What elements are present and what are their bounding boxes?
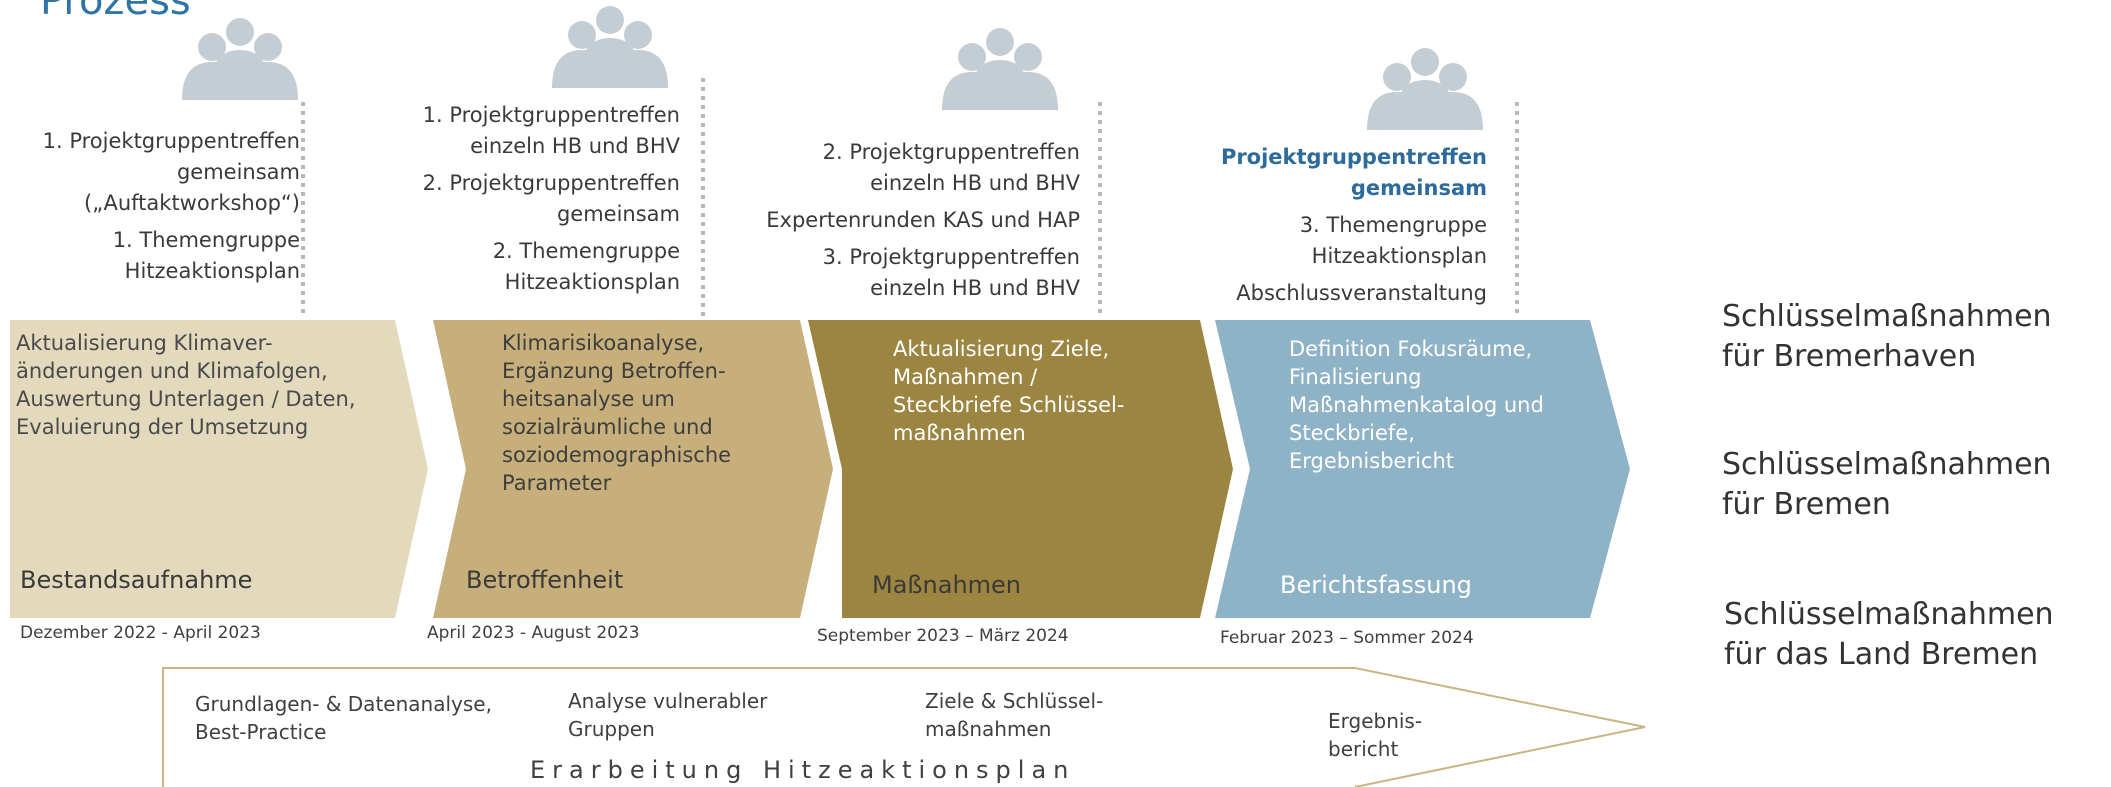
meeting-line: einzeln HB und BHV xyxy=(870,171,1080,195)
key-measure-bremen: Schlüsselmaßnahmen für Bremen xyxy=(1722,445,2052,525)
chevron-massnahmen xyxy=(808,320,1233,618)
bottom-item-line: bericht xyxy=(1328,737,1399,761)
meeting-line: Hitzeaktionsplan xyxy=(504,270,680,294)
description-line: heitsanalyse um xyxy=(502,387,675,411)
description-line: Aktualisierung Klimaver- xyxy=(16,331,273,355)
description-line: Maßnahmenkatalog und xyxy=(1289,393,1544,417)
description-line: Auswertung Unterlagen / Daten, xyxy=(16,387,356,411)
bottom-item-line: Best-Practice xyxy=(195,720,327,744)
phase-date: Februar 2023 – Sommer 2024 xyxy=(1220,628,1474,648)
meeting-line: einzeln HB und BHV xyxy=(870,276,1080,300)
meeting-line: 3. Projektgruppentreffen xyxy=(822,245,1080,269)
description-line: Ergebnisbericht xyxy=(1289,449,1455,473)
bottom-item-ziele: Ziele & Schlüssel- maßnahmen xyxy=(925,687,1103,743)
phase-label-massnahmen: Maßnahmen xyxy=(872,571,1022,599)
key-measure-line: für Bremerhaven xyxy=(1722,339,1977,374)
meeting-line: Expertenrunden KAS und HAP xyxy=(766,208,1080,232)
description-line: Steckbriefe, xyxy=(1289,421,1415,445)
people-group-icon xyxy=(942,28,1058,110)
description-line: Steckbriefe Schlüssel- xyxy=(893,393,1125,417)
bottom-item-line: Ergebnis- xyxy=(1328,709,1423,733)
phase-label-bestandsaufnahme: Bestandsaufnahme xyxy=(20,566,253,594)
description-line: Maßnahmen / xyxy=(893,365,1038,389)
phase-2-description: Klimarisikoanalyse, Ergänzung Betroffen-… xyxy=(502,329,731,497)
meetings-phase-2: 1. Projektgruppentreffen einzeln HB und … xyxy=(423,100,680,298)
chevron-bestandsaufnahme xyxy=(10,320,428,618)
bottom-item-line: Gruppen xyxy=(568,717,655,741)
meeting-line: 2. Themengruppe xyxy=(492,239,680,263)
bottom-item-line: maßnahmen xyxy=(925,717,1052,741)
meetings-phase-1: 1. Projektgruppentreffen gemeinsam („Auf… xyxy=(43,126,300,287)
meeting-line-highlight: Projektgruppentreffen xyxy=(1220,145,1487,169)
bottom-arrow-title: Erarbeitung Hitzeaktionsplan xyxy=(530,756,1076,784)
description-line: änderungen und Klimafolgen, xyxy=(16,359,328,383)
meeting-line: 2. Projektgruppentreffen xyxy=(822,140,1080,164)
key-measure-line: Schlüsselmaßnahmen xyxy=(1724,597,2054,632)
meetings-phase-3: 2. Projektgruppentreffen einzeln HB und … xyxy=(766,137,1080,304)
bottom-item-ergebnisbericht: Ergebnis- bericht xyxy=(1328,707,1422,763)
meeting-line: 1. Projektgruppentreffen xyxy=(422,103,680,127)
description-line: soziodemographische xyxy=(502,443,732,467)
meeting-line: 3. Themengruppe xyxy=(1299,213,1487,237)
key-measure-line: Schlüsselmaßnahmen xyxy=(1722,447,2052,482)
phase-date: September 2023 – März 2024 xyxy=(817,626,1069,646)
phase-label-berichtsfassung: Berichtsfassung xyxy=(1280,571,1472,599)
page-title: Prozess xyxy=(40,0,191,24)
phase-label-betroffenheit: Betroffenheit xyxy=(466,566,624,594)
phase-date: April 2023 - August 2023 xyxy=(427,623,640,643)
meeting-line: Abschlussveranstaltung xyxy=(1236,281,1487,305)
meeting-line: 1. Themengruppe xyxy=(112,228,300,252)
meeting-line: Hitzeaktionsplan xyxy=(124,259,300,283)
description-line: Parameter xyxy=(502,471,612,495)
bottom-item-analyse: Analyse vulnerabler Gruppen xyxy=(568,687,767,743)
phase-1-description: Aktualisierung Klimaver- änderungen und … xyxy=(16,329,356,441)
bottom-item-line: Analyse vulnerabler xyxy=(568,689,768,713)
bottom-item-grundlagen: Grundlagen- & Datenanalyse, Best-Practic… xyxy=(195,690,492,746)
meeting-line: 2. Projektgruppentreffen xyxy=(422,171,680,195)
description-line: Definition Fokusräume, xyxy=(1289,337,1533,361)
people-group-icon xyxy=(1367,48,1483,130)
meeting-line: 1. Projektgruppentreffen xyxy=(42,129,300,153)
chevron-betroffenheit xyxy=(400,320,833,618)
bottom-item-line: Grundlagen- & Datenanalyse, xyxy=(195,692,492,716)
description-line: Ergänzung Betroffen- xyxy=(502,359,726,383)
description-line: maßnahmen xyxy=(893,421,1026,445)
key-measure-line: für das Land Bremen xyxy=(1724,637,2039,672)
people-group-icon xyxy=(552,6,668,88)
description-line: Finalisierung xyxy=(1289,365,1422,389)
meetings-phase-4: Projektgruppentreffen gemeinsam 3. Theme… xyxy=(1221,142,1487,309)
key-measure-line: für Bremen xyxy=(1722,487,1891,522)
meeting-line: gemeinsam xyxy=(176,160,300,184)
key-measure-line: Schlüsselmaßnahmen xyxy=(1722,299,2052,334)
chevron-berichtsfassung xyxy=(1215,320,1630,618)
meeting-line: Hitzeaktionsplan xyxy=(1311,244,1487,268)
description-line: Aktualisierung Ziele, xyxy=(893,337,1110,361)
phase-3-description: Aktualisierung Ziele, Maßnahmen / Steckb… xyxy=(893,335,1124,447)
description-line: Evaluierung der Umsetzung xyxy=(16,415,309,439)
phase-date: Dezember 2022 - April 2023 xyxy=(20,623,261,643)
phase-4-description: Definition Fokusräume, Finalisierung Maß… xyxy=(1289,335,1544,475)
meeting-line-highlight: gemeinsam xyxy=(1350,176,1487,200)
description-line: Klimarisikoanalyse, xyxy=(502,331,705,355)
key-measure-land-bremen: Schlüsselmaßnahmen für das Land Bremen xyxy=(1724,595,2054,675)
meeting-line: einzeln HB und BHV xyxy=(470,134,680,158)
meeting-line: („Auftaktworkshop“) xyxy=(84,191,300,215)
meeting-line: gemeinsam xyxy=(556,202,680,226)
bottom-arrow-outline xyxy=(162,667,1646,787)
key-measure-bremerhaven: Schlüsselmaßnahmen für Bremerhaven xyxy=(1722,297,2052,377)
bottom-item-line: Ziele & Schlüssel- xyxy=(925,689,1104,713)
description-line: sozialräumliche und xyxy=(502,415,713,439)
people-group-icon xyxy=(182,18,298,100)
